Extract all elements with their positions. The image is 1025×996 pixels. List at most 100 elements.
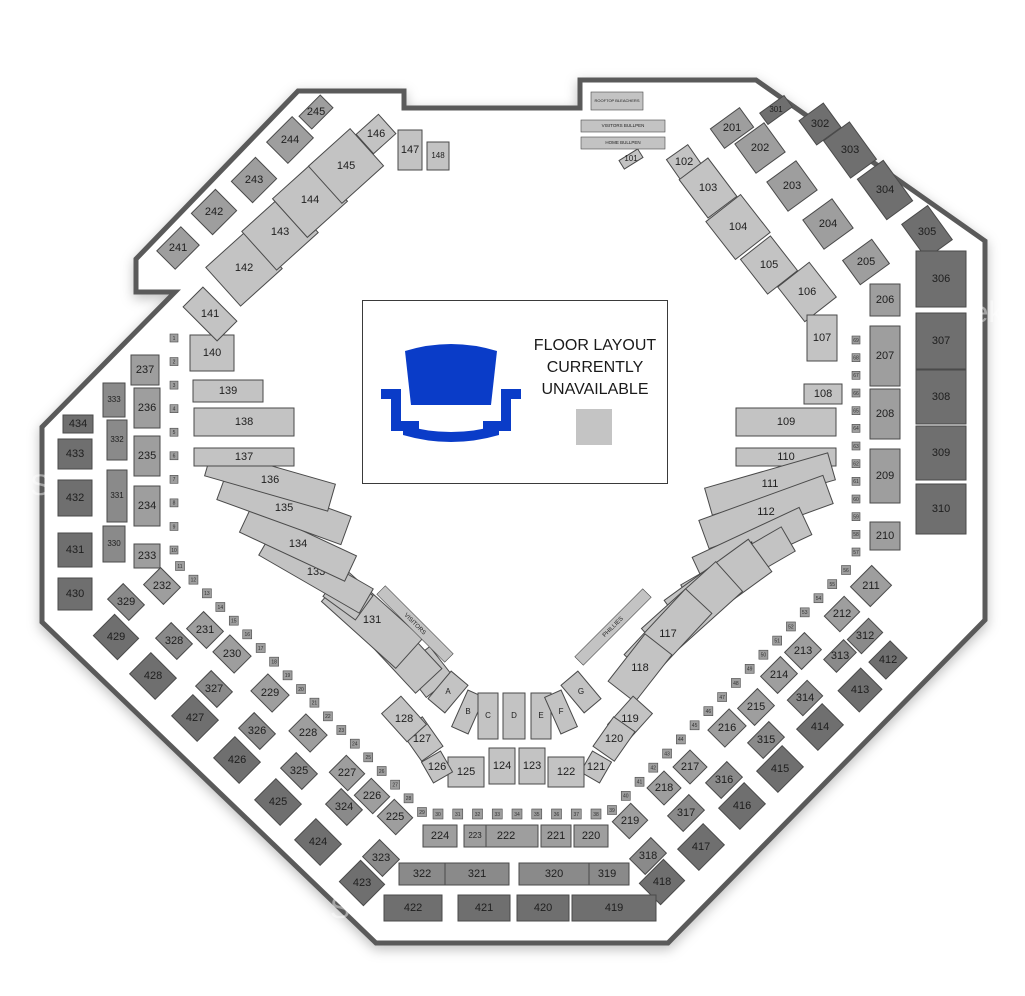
- suite-box[interactable]: [169, 451, 179, 461]
- suite-box[interactable]: [662, 748, 672, 759]
- suite-box[interactable]: [169, 522, 179, 531]
- section-104[interactable]: 104: [705, 193, 771, 261]
- section-shape[interactable]: [869, 283, 901, 317]
- section-211[interactable]: 211: [849, 564, 893, 608]
- section-shape[interactable]: [288, 713, 328, 753]
- section-327[interactable]: 327: [194, 669, 234, 709]
- section-306[interactable]: 306: [915, 250, 967, 308]
- section-124[interactable]: 124: [488, 747, 516, 785]
- suite-box[interactable]: [676, 734, 686, 745]
- section-309[interactable]: 309: [915, 425, 967, 481]
- section-128[interactable]: 128: [380, 695, 428, 743]
- section-329[interactable]: 329: [106, 582, 146, 622]
- section-shape[interactable]: [279, 751, 319, 791]
- section-213[interactable]: 213: [783, 631, 823, 671]
- section-324[interactable]: 324: [324, 787, 364, 827]
- section-E[interactable]: E: [530, 692, 552, 740]
- section-shape[interactable]: [62, 414, 94, 434]
- section-shape[interactable]: [250, 673, 290, 713]
- suite-42[interactable]: 42: [648, 762, 659, 773]
- section-shape[interactable]: [736, 687, 776, 727]
- section-shape[interactable]: [646, 770, 682, 806]
- section-shape[interactable]: [822, 121, 878, 179]
- section-shape[interactable]: [106, 469, 128, 523]
- section-shape[interactable]: [759, 94, 793, 126]
- section-B[interactable]: B: [450, 689, 486, 735]
- section-314[interactable]: 314: [786, 679, 824, 717]
- section-shape[interactable]: [106, 582, 146, 622]
- suite-box[interactable]: [590, 808, 602, 820]
- section-430[interactable]: 430: [57, 577, 93, 611]
- suite-5[interactable]: 5: [169, 427, 179, 437]
- section-308[interactable]: 308: [915, 369, 967, 425]
- suite-box[interactable]: [169, 545, 179, 555]
- section-103[interactable]: 103: [678, 157, 738, 219]
- section-shape[interactable]: [776, 261, 838, 323]
- section-shape[interactable]: [298, 94, 334, 130]
- section-shape[interactable]: [133, 543, 161, 569]
- section-shape[interactable]: [212, 735, 262, 785]
- suite-30[interactable]: 30: [432, 808, 444, 820]
- section-shape[interactable]: [450, 689, 486, 735]
- section-108[interactable]: 108: [803, 383, 843, 405]
- section-328[interactable]: 328: [154, 621, 194, 661]
- section-209[interactable]: 209: [869, 448, 901, 504]
- suite-box[interactable]: [417, 807, 427, 817]
- section-210[interactable]: 210: [869, 521, 901, 551]
- section-427[interactable]: 427: [170, 693, 220, 743]
- section-418[interactable]: 418: [638, 858, 686, 906]
- section-shape[interactable]: [106, 419, 128, 461]
- suite-38[interactable]: 38: [590, 808, 602, 820]
- section-126[interactable]: 126: [420, 750, 454, 784]
- section-221[interactable]: 221: [540, 824, 572, 848]
- section-301[interactable]: 301: [759, 94, 793, 126]
- section-223[interactable]: 223: [463, 824, 487, 848]
- section-432[interactable]: 432: [57, 479, 93, 517]
- suite-52[interactable]: 52: [786, 621, 796, 632]
- suite-22[interactable]: 22: [323, 711, 333, 722]
- section-313[interactable]: 313: [822, 638, 857, 673]
- suite-2[interactable]: 2: [169, 357, 179, 366]
- suite-11[interactable]: 11: [175, 561, 185, 571]
- section-320[interactable]: 320: [518, 862, 590, 886]
- section-shape[interactable]: [457, 894, 511, 922]
- section-A[interactable]: A: [427, 670, 469, 714]
- suite-box[interactable]: [202, 588, 212, 599]
- suite-box[interactable]: [491, 808, 503, 820]
- section-318[interactable]: 318: [628, 836, 668, 876]
- section-shape[interactable]: [130, 354, 160, 386]
- suite-box[interactable]: [282, 670, 293, 681]
- suite-box[interactable]: [349, 738, 360, 749]
- section-423[interactable]: 423: [338, 859, 386, 907]
- suite-box[interactable]: [169, 380, 179, 390]
- suite-box[interactable]: [744, 664, 755, 674]
- section-shape[interactable]: [190, 188, 238, 236]
- suite-19[interactable]: 19: [282, 670, 293, 681]
- suite-box[interactable]: [851, 512, 861, 521]
- section-415[interactable]: 415: [755, 744, 805, 794]
- section-shape[interactable]: [133, 387, 161, 429]
- section-shape[interactable]: [611, 802, 649, 840]
- suite-16[interactable]: 16: [242, 629, 253, 640]
- section-202[interactable]: 202: [734, 122, 786, 174]
- suite-40[interactable]: 40: [620, 791, 631, 801]
- section-shape[interactable]: [571, 894, 657, 922]
- suite-box[interactable]: [169, 404, 179, 413]
- section-203[interactable]: 203: [766, 160, 818, 212]
- suite-54[interactable]: 54: [813, 593, 824, 604]
- section-shape[interactable]: [676, 822, 726, 872]
- suite-33[interactable]: 33: [491, 808, 503, 820]
- suite-34[interactable]: 34: [511, 808, 523, 820]
- section-shape[interactable]: [869, 521, 901, 551]
- section-shape[interactable]: [398, 862, 446, 886]
- section-shape[interactable]: [57, 577, 93, 611]
- section-shape[interactable]: [869, 388, 901, 440]
- section-shape[interactable]: [383, 894, 443, 922]
- suite-box[interactable]: [363, 752, 374, 763]
- section-shape[interactable]: [57, 438, 93, 470]
- section-shape[interactable]: [422, 824, 458, 848]
- section-421[interactable]: 421: [457, 894, 511, 922]
- section-241[interactable]: 241: [156, 226, 200, 270]
- section-429[interactable]: 429: [92, 613, 140, 661]
- suite-box[interactable]: [799, 607, 810, 618]
